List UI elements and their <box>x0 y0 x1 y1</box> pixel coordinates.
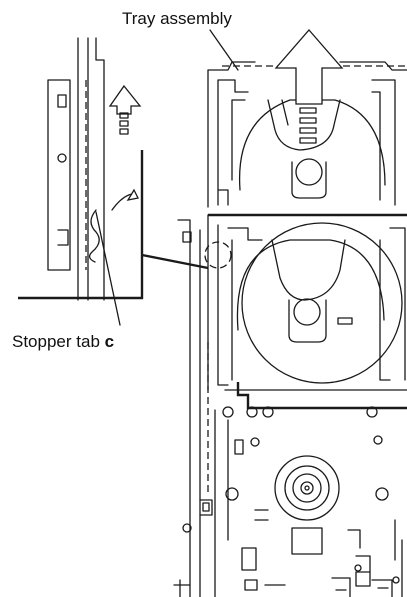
stopper-tab-label: Stopper tab c <box>12 332 114 351</box>
detail-callout-circle <box>204 241 232 269</box>
mechanism-base <box>173 219 403 597</box>
up-arrow-icon <box>274 29 344 105</box>
small-up-arrow-icon <box>108 84 142 115</box>
tray-assembly-label: Tray assembly <box>122 9 232 28</box>
tray-inserted <box>207 213 407 495</box>
curved-arrow-icon <box>111 193 133 211</box>
stopper-detail-inset <box>18 37 144 301</box>
